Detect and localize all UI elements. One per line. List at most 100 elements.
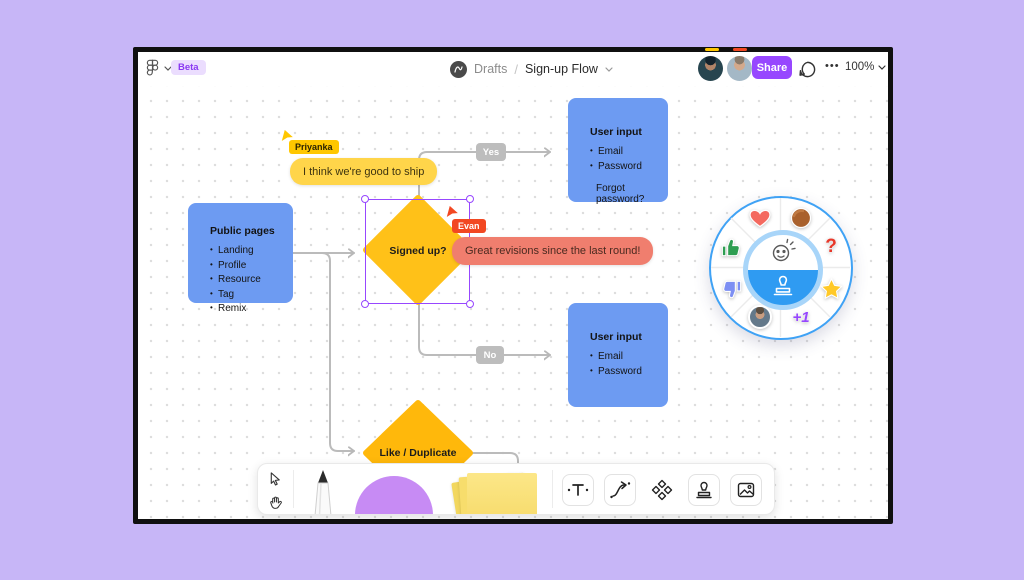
- emote-plus-one[interactable]: +1: [788, 304, 814, 330]
- list-item: Email: [590, 145, 658, 160]
- hand-tool[interactable]: [262, 490, 288, 514]
- star-icon: [820, 277, 842, 299]
- connector-public-to-like[interactable]: [321, 252, 355, 451]
- node-list: Email Password: [590, 350, 658, 379]
- text-tool[interactable]: [562, 474, 594, 506]
- main-menu[interactable]: [146, 59, 172, 77]
- list-item: Landing: [210, 244, 283, 259]
- edge-label-yes[interactable]: Yes: [476, 143, 506, 161]
- node-list: Landing Profile Resource Tag Remix: [210, 244, 283, 317]
- list-item: Remix: [210, 302, 283, 317]
- emote-wheel[interactable]: ? +1: [709, 196, 853, 340]
- connector-no[interactable]: [418, 303, 551, 355]
- question-mark-icon: ?: [825, 236, 837, 257]
- selection-handle-ne[interactable]: [466, 195, 474, 203]
- image-tool-icon: [737, 482, 755, 498]
- chevron-down-icon[interactable]: [605, 66, 613, 72]
- list-item: Password: [590, 160, 658, 175]
- emote-fist[interactable]: [788, 205, 814, 231]
- shapes-tool-icon: [651, 479, 673, 501]
- marker-tool[interactable]: [305, 469, 341, 515]
- list-item: Password: [590, 365, 658, 380]
- toolbar: [257, 463, 775, 515]
- emote-avatar[interactable]: [747, 304, 773, 330]
- shapes-tool[interactable]: [646, 474, 678, 506]
- diamond-signed-up-label: Signed up?: [389, 245, 446, 257]
- emote-heart[interactable]: [747, 205, 773, 231]
- shape-tool-circle[interactable]: [355, 476, 433, 514]
- list-item: Tag: [210, 288, 283, 303]
- avatar-priyanka[interactable]: [698, 56, 723, 81]
- node-list: Email Password: [590, 145, 658, 174]
- list-item: Profile: [210, 259, 283, 274]
- stamp-tool[interactable]: [688, 474, 720, 506]
- selection-box[interactable]: [361, 195, 474, 308]
- emote-question[interactable]: ?: [818, 234, 844, 260]
- cursor-evan-icon: [445, 204, 460, 220]
- node-footnote: Forgot password?: [596, 183, 645, 205]
- app-surface: Signed up? Like / Duplicate Public pages…: [138, 52, 888, 519]
- comment-button[interactable]: [796, 58, 818, 80]
- breadcrumb-separator: /: [514, 61, 518, 77]
- select-tool[interactable]: [262, 466, 288, 490]
- edge-label-no[interactable]: No: [476, 346, 504, 364]
- zoom-level: 100%: [845, 61, 875, 73]
- cursor-name-evan: Evan: [452, 219, 486, 233]
- heart-icon: [749, 209, 771, 228]
- emote-thumbs-down[interactable]: [718, 276, 744, 302]
- smiley-stamp-icon: [772, 238, 796, 296]
- thumbs-down-icon: [722, 280, 741, 298]
- connector-like-right[interactable]: [471, 452, 519, 473]
- diamond-like-duplicate-label: Like / Duplicate: [379, 447, 456, 459]
- chevron-down-icon: [878, 64, 887, 70]
- emote-thumbs-up[interactable]: [718, 234, 744, 260]
- connector-tool-icon: [610, 481, 631, 499]
- topbar: Beta Drafts / Sign-up Flow Share: [138, 52, 888, 86]
- avatar: [748, 305, 772, 329]
- toolbar-divider: [552, 470, 553, 508]
- thumbs-up-icon: [721, 238, 740, 256]
- emote-wheel-center[interactable]: [743, 230, 823, 310]
- cursor-chat-evan[interactable]: Great revisions since the last round!: [452, 237, 654, 265]
- cursor-priyanka-icon: [280, 128, 295, 144]
- text-tool-icon: [567, 484, 589, 496]
- toolbar-divider: [293, 470, 294, 508]
- presence-indicator-priyanka: [705, 48, 719, 51]
- chevron-down-icon: [164, 65, 172, 71]
- node-public-pages[interactable]: Public pages Landing Profile Resource Ta…: [188, 203, 293, 314]
- stamp-tool-icon: [696, 481, 712, 499]
- comment-bubble-icon: [798, 61, 815, 77]
- avatar-evan[interactable]: [727, 56, 752, 81]
- image-tool[interactable]: [730, 474, 762, 506]
- breadcrumb-file[interactable]: Sign-up Flow: [524, 62, 598, 76]
- beta-badge: Beta: [171, 60, 206, 75]
- hand-icon: [269, 496, 282, 509]
- node-user-input-no[interactable]: User input Email Password: [568, 303, 668, 407]
- zoom-control[interactable]: 100%: [845, 61, 887, 73]
- scribble-icon: [454, 65, 463, 73]
- connector-tool[interactable]: [604, 474, 636, 506]
- node-title: User input: [590, 331, 642, 343]
- figjam-window: Signed up? Like / Duplicate Public pages…: [133, 47, 893, 524]
- cursor-name-priyanka: Priyanka: [289, 140, 339, 154]
- plus-one-icon: +1: [792, 308, 810, 326]
- fist-icon: [790, 207, 812, 229]
- node-title: User input: [590, 126, 642, 138]
- breadcrumb: Drafts / Sign-up Flow: [450, 52, 613, 86]
- node-title: Public pages: [210, 225, 275, 237]
- cursor-chat-priyanka[interactable]: I think we're good to ship: [290, 158, 438, 185]
- sticky-note-tool[interactable]: [467, 473, 537, 514]
- list-item: Email: [590, 350, 658, 365]
- selection-handle-se[interactable]: [466, 300, 474, 308]
- node-user-input-yes[interactable]: User input Email Password Forgot passwor…: [568, 98, 668, 205]
- cursor-icon: [270, 471, 280, 486]
- selection-handle-nw[interactable]: [361, 195, 369, 203]
- breadcrumb-folder[interactable]: Drafts: [474, 62, 508, 76]
- selection-handle-sw[interactable]: [361, 300, 369, 308]
- presence-indicator-evan: [733, 48, 747, 51]
- list-item: Resource: [210, 273, 283, 288]
- more-options-button[interactable]: •••: [825, 60, 840, 72]
- emote-star[interactable]: [818, 276, 844, 302]
- figma-logo-icon: [146, 59, 159, 76]
- share-button[interactable]: Share: [752, 56, 792, 79]
